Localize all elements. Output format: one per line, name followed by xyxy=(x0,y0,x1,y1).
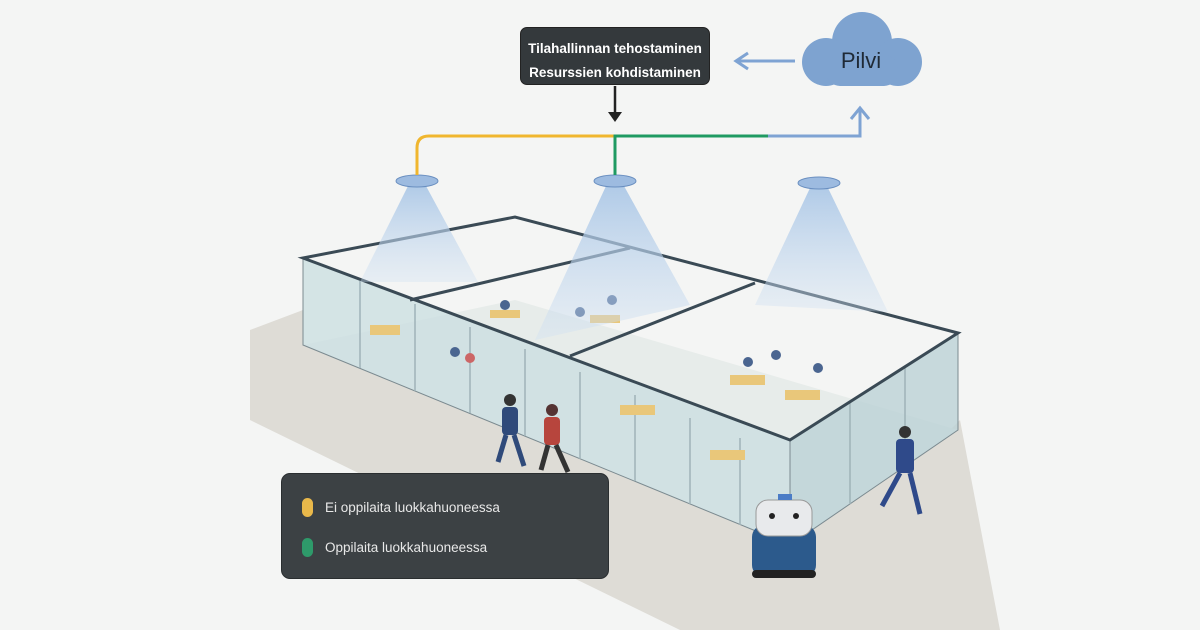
legend: Ei oppilaita luokkahuoneessa Oppilaita l… xyxy=(281,473,609,579)
yellow-line xyxy=(415,134,615,175)
legend-item-empty: Ei oppilaita luokkahuoneessa xyxy=(302,498,500,517)
sensor-beams xyxy=(360,186,888,340)
people-walking xyxy=(495,394,923,515)
legend-label: Ei oppilaita luokkahuoneessa xyxy=(325,500,500,515)
green-swatch-icon xyxy=(302,538,313,557)
green-line xyxy=(613,134,768,175)
ceiling-sensors xyxy=(395,174,841,190)
arrow-up-icon xyxy=(849,105,871,120)
arrow-left-icon xyxy=(733,51,749,71)
cloud-icon xyxy=(802,12,922,86)
cloud-label: Pilvi xyxy=(840,48,882,73)
info-line-1: Tilahallinnan tehostaminen xyxy=(528,41,702,56)
legend-label: Oppilaita luokkahuoneessa xyxy=(325,540,488,555)
info-line-2: Resurssien kohdistaminen xyxy=(529,65,701,80)
info-box: Tilahallinnan tehostaminen Resurssien ko… xyxy=(520,27,710,85)
blue-line xyxy=(768,110,862,138)
sensor-3 xyxy=(797,176,841,190)
sensor-1 xyxy=(395,174,439,188)
yellow-swatch-icon xyxy=(302,498,313,517)
sensor-2 xyxy=(593,174,637,188)
legend-item-occupied: Oppilaita luokkahuoneessa xyxy=(302,538,487,557)
arrow-down-icon xyxy=(608,112,622,122)
cleaning-robot xyxy=(752,494,816,578)
